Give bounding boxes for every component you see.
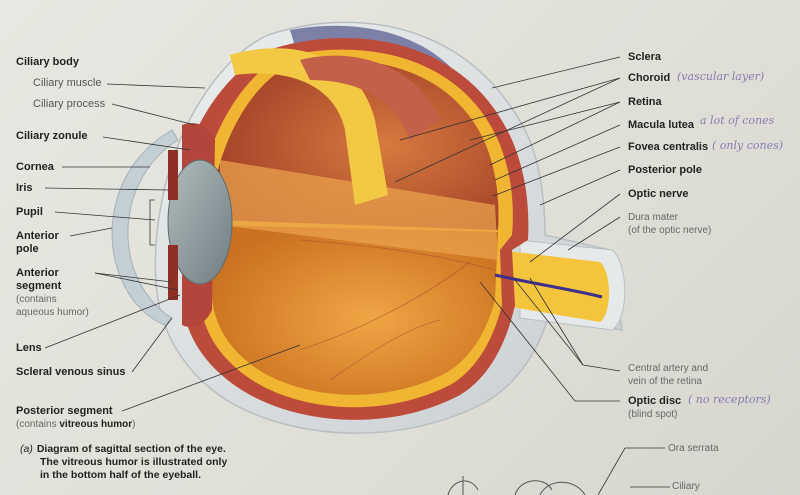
cornea-shape: [111, 129, 179, 326]
label-anterior-pole-1: Anterior: [16, 230, 59, 242]
label-anterior-segment-4: aqueous humor): [16, 307, 89, 318]
label-ora-serrata: Ora serrata: [668, 443, 719, 454]
label-ciliary-process: Ciliary process: [33, 98, 106, 110]
label-macula-lutea: Macula lutea: [628, 119, 695, 131]
label-posterior-pole: Posterior pole: [628, 164, 702, 176]
caption-line-2: The vitreous humor is illustrated only: [40, 456, 228, 468]
label-central-artery-2: vein of the retina: [628, 376, 702, 387]
label-retina: Retina: [628, 96, 662, 108]
label-scleral-venous-sinus: Scleral venous sinus: [16, 366, 126, 378]
caption-line-1: Diagram of sagittal section of the eye.: [36, 443, 226, 455]
label-posterior-segment-1: Posterior segment: [16, 405, 113, 417]
retina-flap: [230, 48, 388, 205]
label-optic-disc-2: (blind spot): [628, 409, 678, 420]
caption-line-3: in the bottom half of the eyeball.: [40, 469, 202, 481]
vitreous-body: [212, 225, 498, 395]
vitreous-slab: [220, 160, 498, 260]
pupil-bracket: [149, 199, 155, 246]
label-dura-mater-1: Dura mater: [628, 212, 679, 223]
label-central-artery-1: Central artery and: [628, 363, 709, 374]
leader-lines: [44, 56, 670, 495]
handwritten-macula-note: a lot of cones: [700, 114, 775, 127]
label-ciliary-muscle: Ciliary muscle: [33, 77, 102, 89]
figure-caption: (a)Diagram of sagittal section of the ey…: [20, 443, 227, 482]
label-dura-mater-2: (of the optic nerve): [628, 225, 712, 236]
label-lens: Lens: [16, 342, 42, 354]
label-pupil: Pupil: [16, 206, 43, 218]
label-choroid: Choroid: [628, 72, 671, 84]
handwritten-optic-disc-note: ( no receptors): [688, 393, 771, 406]
label-ciliary-bottom: Ciliary: [672, 481, 700, 492]
handwritten-fovea-note: ( only cones): [712, 139, 784, 152]
label-optic-disc-1: Optic disc: [628, 395, 682, 407]
choroid-flap: [300, 55, 440, 140]
caption-tag: (a): [20, 443, 33, 455]
partial-figure-b: [447, 476, 586, 495]
label-fovea-centralis: Fovea centralis: [628, 141, 709, 153]
label-optic-nerve: Optic nerve: [628, 188, 689, 200]
label-anterior-segment-3: (contains: [16, 294, 57, 305]
label-cornea: Cornea: [16, 161, 54, 173]
label-iris: Iris: [16, 182, 33, 194]
iris-shape: [168, 150, 178, 300]
handwritten-choroid-note: (vascular layer): [677, 70, 765, 83]
label-anterior-pole-2: pole: [16, 243, 39, 255]
label-anterior-segment-2: segment: [16, 280, 62, 292]
label-sclera: Sclera: [628, 51, 662, 63]
retinal-vessels: [494, 273, 603, 299]
label-posterior-segment-2: (contains vitreous humor): [16, 419, 136, 430]
label-anterior-segment-1: Anterior: [16, 267, 59, 279]
label-ciliary-body: Ciliary body: [16, 56, 79, 68]
lens-shape: [167, 159, 233, 285]
label-ciliary-zonule: Ciliary zonule: [16, 130, 88, 142]
